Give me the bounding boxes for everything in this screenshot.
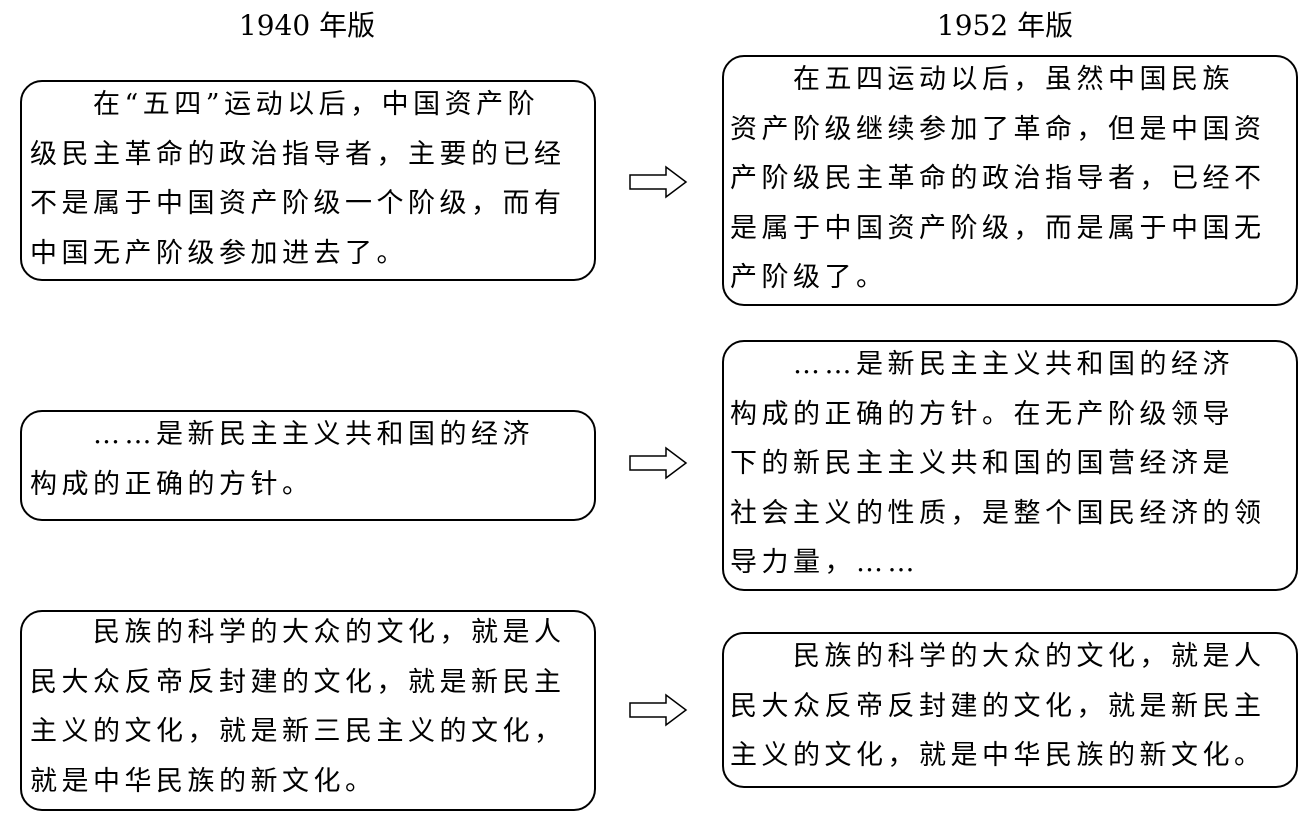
text-line: 民大众反帝反封建的文化，就是新民主 <box>730 690 1266 722</box>
text-line: 主义的文化，就是新三民主义的文化， <box>30 716 566 747</box>
text-line: 导力量，…… <box>730 547 919 578</box>
box-1940-culture <box>20 610 596 811</box>
text-line: 在“五四”运动以后，中国资产阶 <box>30 89 540 120</box>
box-1952-culture <box>722 632 1298 788</box>
text-line: 产阶级了。 <box>730 262 888 293</box>
text-line: 构成的正确的方针。在无产阶级领导 <box>730 398 1234 430</box>
arrow-right-icon <box>629 693 688 727</box>
text-line: 资产阶级继续参加了革命，但是中国资 <box>730 113 1266 145</box>
box-1952-leadership <box>722 55 1298 306</box>
text-line: 民族的科学的大众的文化，就是人 <box>730 641 1266 672</box>
text-line: 社会主义的性质，是整个国民经济的领 <box>730 497 1266 529</box>
text-line: ……是新民主主义共和国的经济 <box>730 349 1234 380</box>
text-line: 级民主革命的政治指导者，主要的已经 <box>30 138 566 170</box>
text-line: 主义的文化，就是中华民族的新文化。 <box>730 740 1266 771</box>
text-line: 中国无产阶级参加进去了。 <box>30 237 408 269</box>
box-1952-economy <box>722 340 1298 591</box>
text-line: 就是中华民族的新文化。 <box>30 765 377 797</box>
arrow-right-icon <box>629 446 688 480</box>
text-line: 民大众反帝反封建的文化，就是新民主 <box>30 666 566 698</box>
arrow-right-icon <box>629 165 688 199</box>
text-line: 产阶级民主革命的政治指导者，已经不 <box>730 163 1266 194</box>
text-line: 在五四运动以后，虽然中国民族 <box>730 64 1234 95</box>
text-line: 是属于中国资产阶级，而是属于中国无 <box>730 212 1266 244</box>
text-line: ……是新民主主义共和国的经济 <box>30 419 534 450</box>
text-line: 不是属于中国资产阶级一个阶级，而有 <box>30 188 566 219</box>
text-line: 下的新民主主义共和国的国营经济是 <box>730 448 1234 479</box>
text-line: 构成的正确的方针。 <box>30 468 314 500</box>
box-1940-leadership <box>20 80 596 281</box>
header-1952: 1952 年版 <box>936 9 1074 42</box>
text-line: 民族的科学的大众的文化，就是人 <box>30 617 566 648</box>
box-1940-economy <box>20 410 596 521</box>
header-1940: 1940 年版 <box>238 9 376 42</box>
